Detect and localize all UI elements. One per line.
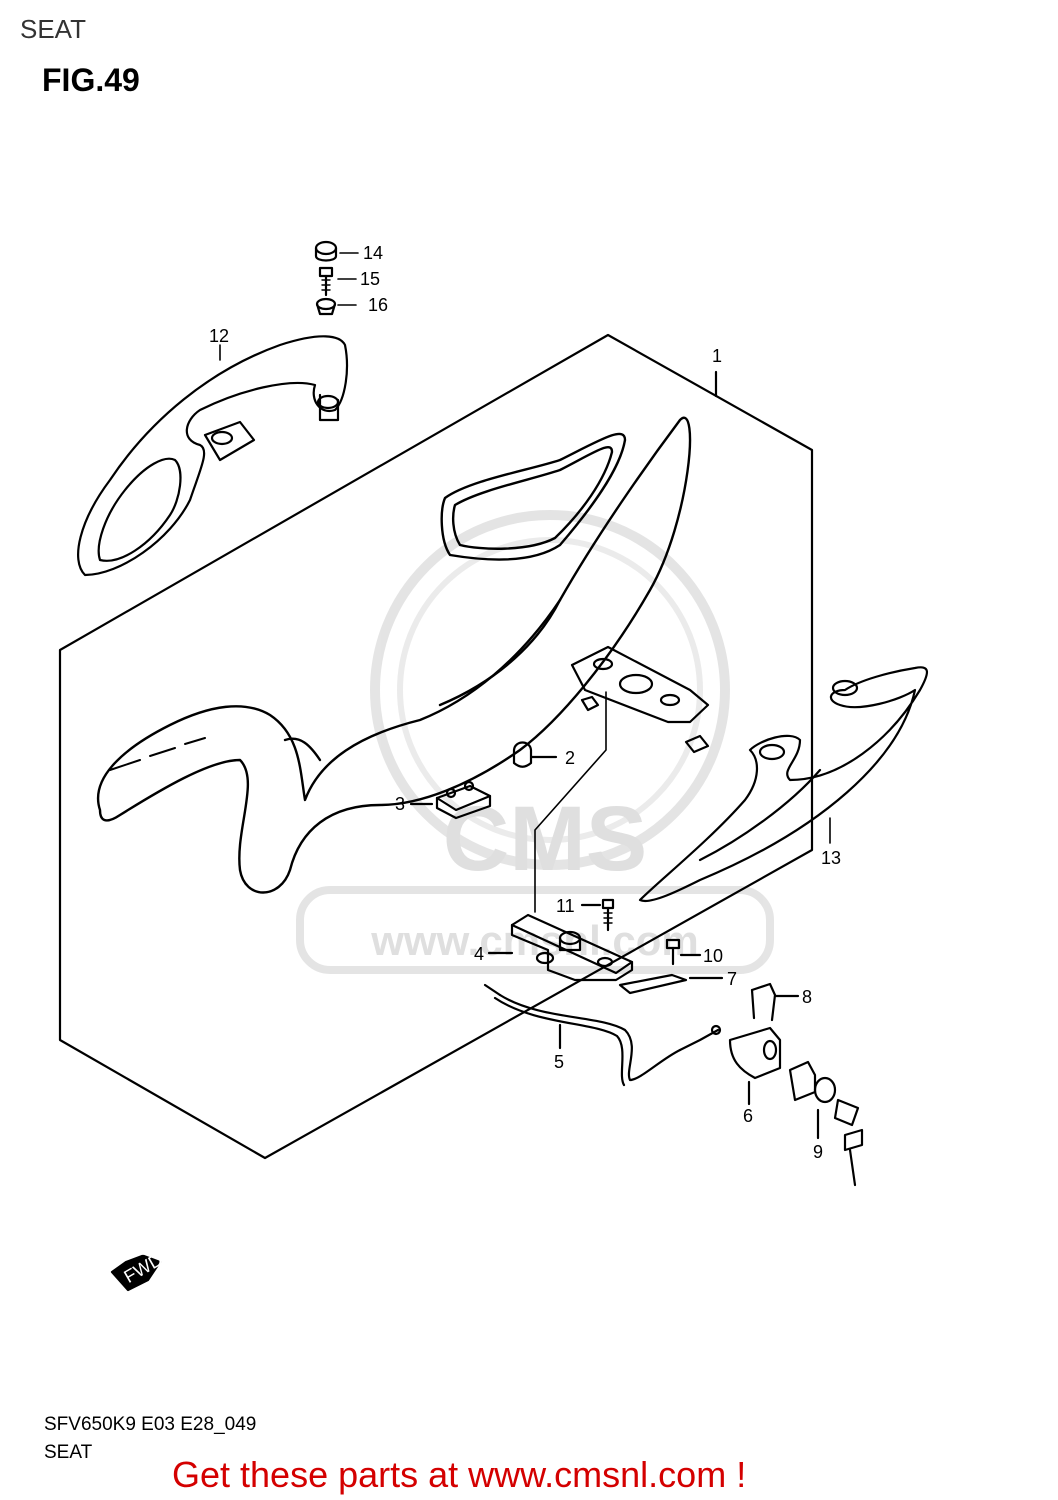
part-label-10: 10	[703, 946, 723, 966]
seat-box	[58, 333, 814, 1160]
part-label-14: 14	[363, 243, 383, 263]
fwd-arrow-icon	[110, 1254, 162, 1292]
part-label-5: 5	[554, 1052, 564, 1072]
grab-rail-12	[77, 335, 349, 577]
part-label-12: 12	[209, 326, 229, 346]
drawing-code: SFV650K9 E03 E28_049	[44, 1414, 257, 1435]
cap-14	[314, 240, 338, 262]
part-label-1: 1	[712, 346, 722, 366]
part-label-13: 13	[821, 848, 841, 868]
leader-lines	[219, 252, 831, 844]
seat-bracket	[570, 645, 710, 754]
lock-set-9	[788, 1060, 864, 1187]
part-label-7: 7	[727, 969, 737, 989]
footer-link[interactable]: Get these parts at www.cmsnl.com !	[172, 1454, 747, 1495]
figure-title: FIG.49	[42, 62, 140, 98]
clip-7	[618, 973, 724, 995]
part-labels: 1 2 3 4 5 6 7 8 9 10 11 12 13 14 15 16	[209, 243, 841, 1162]
spring-8	[750, 982, 800, 1022]
watermark-url: www.cmsnl.com	[370, 917, 699, 964]
watermark: CMS www.cmsnl.com	[296, 510, 774, 974]
washer-16	[315, 297, 337, 316]
bolt-15	[318, 266, 334, 297]
watermark-brand: CMS	[443, 788, 647, 890]
grab-rail-13	[638, 666, 928, 903]
part-label-3: 3	[395, 794, 405, 814]
leader-bracket-lock	[534, 691, 607, 913]
part-label-11: 11	[556, 896, 575, 916]
part-label-15: 15	[360, 269, 380, 289]
drawing-caption: SEAT	[44, 1442, 93, 1463]
cover-6	[728, 1026, 782, 1106]
bolt-11	[580, 898, 615, 932]
part-label-6: 6	[743, 1106, 753, 1126]
part-label-2: 2	[565, 748, 575, 768]
part-label-9: 9	[813, 1142, 823, 1162]
part-label-4: 4	[474, 944, 484, 964]
cushion-2	[512, 741, 558, 768]
damper-3	[409, 780, 492, 820]
seat	[97, 416, 692, 894]
bolt-10	[665, 938, 702, 966]
cable-5	[483, 983, 722, 1087]
page-header-title: SEAT	[20, 14, 86, 44]
part-label-8: 8	[802, 987, 812, 1007]
part-label-16: 16	[368, 295, 388, 315]
lock-4	[487, 913, 634, 982]
